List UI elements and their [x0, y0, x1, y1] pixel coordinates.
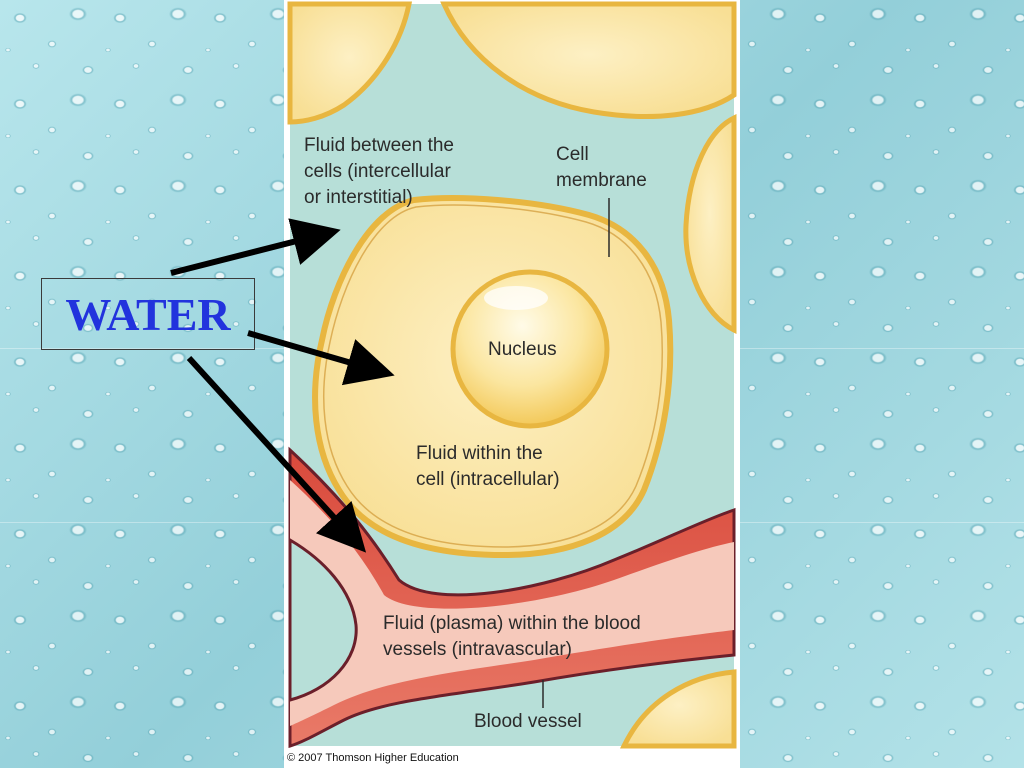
- label-membrane-line2: membrane: [556, 170, 647, 191]
- label-intercellular-line1: Fluid between the: [304, 135, 454, 156]
- blood-plasma: [290, 480, 734, 726]
- cell-bottom-left: [288, 537, 358, 702]
- cell-top-left: [287, 1, 413, 125]
- label-nucleus: Nucleus: [488, 339, 557, 360]
- nucleus-highlight: [484, 286, 548, 310]
- water-label: WATER: [65, 288, 231, 340]
- label-plasma-line2: vessels (intravascular): [383, 639, 572, 660]
- nucleus: [450, 269, 610, 429]
- cell-top-right: [440, 1, 737, 120]
- label-intercellular-line2: cells (intercellular: [304, 161, 451, 182]
- label-intercellular-line3: or interstitial): [304, 187, 413, 208]
- label-plasma-line1: Fluid (plasma) within the blood: [383, 613, 641, 634]
- copyright-notice: © 2007 Thomson Higher Education: [287, 752, 459, 764]
- arrow-to-interstitial: [170, 218, 341, 276]
- water-label-box: WATER: [41, 278, 255, 350]
- cell-right: [683, 114, 737, 335]
- label-blood-vessel: Blood vessel: [474, 711, 582, 732]
- label-intracellular-line2: cell (intracellular): [416, 469, 560, 490]
- label-membrane-line1: Cell: [556, 144, 589, 165]
- arrow-to-intracellular: [247, 330, 395, 386]
- label-intracellular-line1: Fluid within the: [416, 443, 543, 464]
- arrow-to-plasma: [186, 355, 367, 553]
- cell-bottom-right: [620, 669, 737, 749]
